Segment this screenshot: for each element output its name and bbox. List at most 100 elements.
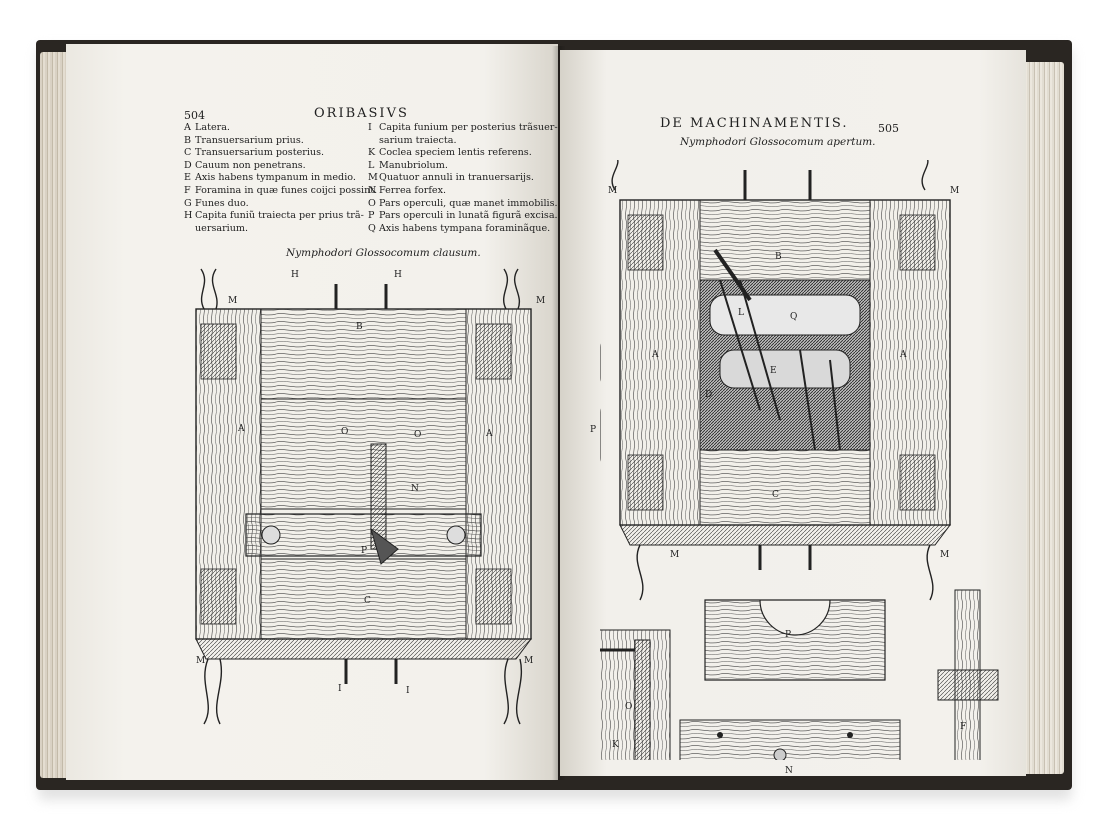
page-edges-right: [1022, 62, 1064, 774]
fig-label-q: Q: [790, 312, 798, 322]
legend-key: Q: [368, 222, 376, 234]
legend-text: Coclea speciem lentis referens.: [379, 147, 532, 159]
legend-key: D: [184, 159, 192, 171]
fig-label-a2: A: [900, 350, 907, 360]
open-box-woodcut: [600, 160, 999, 760]
fig-label-b: B: [356, 322, 363, 332]
legend-text: Ferrea forfex.: [379, 184, 447, 196]
legend-text: Transuersarium prius.: [195, 134, 304, 146]
legend-key: P: [368, 210, 375, 222]
left-page-number: 504: [184, 109, 205, 122]
fig-label-m1: M: [228, 296, 238, 306]
fig-label-p1: P: [590, 425, 597, 435]
legend-key: B: [184, 134, 192, 146]
legend-key: G: [184, 197, 192, 209]
fig-label-k: K: [612, 740, 619, 750]
left-figure-caption: Nymphodori Glossocomum clausum.: [286, 247, 481, 259]
fig-label-b: B: [775, 252, 782, 262]
legend-text: Manubriolum.: [379, 159, 448, 171]
right-page: DE MACHINAMENTIS. 505 Nymphodori Glossoc…: [560, 50, 1026, 776]
fig-label-n: N: [785, 766, 793, 776]
right-page-number: 505: [878, 122, 899, 135]
legend-entry: L Manubriolum.: [368, 160, 558, 173]
fig-label-m4: M: [524, 656, 534, 666]
fig-label-m3: M: [196, 656, 206, 666]
fig-label-o1: O: [341, 427, 349, 437]
fig-label-h2: H: [394, 270, 402, 280]
fig-label-m4: M: [940, 550, 950, 560]
fig-label-l: L: [738, 308, 744, 318]
fig-label-f: F: [960, 722, 967, 732]
fig-label-i2: I: [406, 686, 410, 696]
fig-label-a2: A: [486, 429, 493, 439]
legend-key: E: [184, 172, 192, 184]
fig-label-p: P: [361, 546, 368, 556]
legend-text: Pars operculi in lunatã figurã excisa.: [379, 210, 558, 222]
right-running-head: DE MACHINAMENTIS.: [660, 116, 849, 131]
legend-text: Axis habens tympanum in medio.: [195, 172, 356, 184]
fig-label-n: N: [411, 484, 419, 494]
legend-key: C: [184, 147, 192, 159]
legend-text: uersarium.: [195, 222, 249, 234]
legend-text: Funes duo.: [195, 197, 249, 209]
fig-label-p2: P: [785, 630, 792, 640]
legend-text: Transuersarium posterius.: [195, 147, 325, 159]
fig-label-d: D: [705, 390, 713, 400]
legend-text: Capita funiũ traiecta per prius trã-: [195, 210, 364, 222]
legend-text: Cauum non penetrans.: [195, 159, 306, 171]
fig-label-a1: A: [238, 424, 245, 434]
legend-key: K: [368, 147, 376, 159]
right-figure-caption: Nymphodori Glossocomum apertum.: [680, 136, 876, 148]
fig-label-h1: H: [291, 270, 299, 280]
legend-key: L: [368, 159, 375, 171]
legend-entry: sarium traiecta.: [368, 135, 558, 148]
closed-box-woodcut: [195, 268, 532, 725]
fig-label-m3: M: [670, 550, 680, 560]
legend-key: M: [368, 172, 378, 184]
fig-label-o2: O: [414, 430, 422, 440]
legend-key: A: [184, 122, 191, 133]
fig-label-a1: A: [652, 350, 659, 360]
legend-key: [368, 135, 379, 148]
legend-text: Quatuor annuli in tranuersarijs.: [379, 172, 534, 184]
legend-entry: uersarium.: [184, 223, 377, 236]
fig-label-o: O: [625, 702, 633, 712]
fig-label-e: E: [770, 366, 777, 376]
legend-text: sarium traiecta.: [379, 134, 457, 146]
legend-entry: F Foramina in quæ funes coijci possint.: [184, 185, 377, 198]
fig-label-i1: I: [338, 684, 342, 694]
legend-entry: A Latera.: [184, 122, 377, 135]
fig-label-c: C: [364, 596, 371, 606]
legend-key: H: [184, 210, 193, 222]
fig-label-m2: M: [536, 296, 546, 306]
legend-key: [184, 223, 195, 236]
legend-text: Pars operculi, quæ manet immobilis.: [379, 197, 558, 209]
legend-text: Capita funium per posterius trãsuer-: [379, 122, 558, 133]
fig-label-c: C: [772, 490, 779, 500]
legend-text: Latera.: [195, 122, 230, 133]
legend-entry: I Capita funium per posterius trãsuer-: [368, 122, 558, 135]
legend-text: Axis habens tympana foraminãque.: [379, 222, 551, 234]
legend-entry: P Pars operculi in lunatã figurã excisa.: [368, 210, 558, 223]
legend-key: F: [184, 184, 191, 196]
legend-text: Foramina in quæ funes coijci possint.: [195, 184, 378, 196]
legend-column-right: I Capita funium per posterius trãsuer-sar…: [368, 122, 558, 235]
legend-key: N: [368, 184, 377, 196]
legend-key: I: [368, 122, 372, 133]
fig-label-m2: M: [950, 186, 960, 196]
fig-label-m1: M: [608, 186, 618, 196]
legend-key: O: [368, 197, 376, 209]
